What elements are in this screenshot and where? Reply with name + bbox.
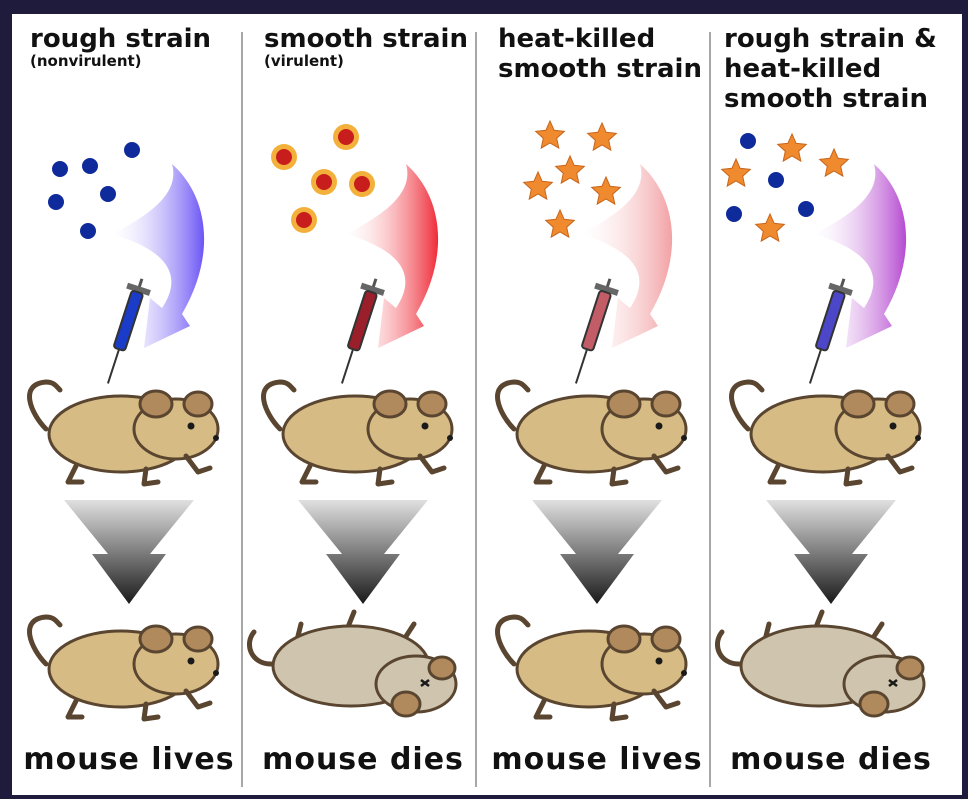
result-label: mouse dies: [246, 742, 480, 777]
heat-killed-bacterium-icon: [820, 149, 849, 176]
panel-scene: [12, 14, 246, 795]
heat-killed-bacterium-icon: [524, 172, 553, 199]
down-arrow-icon: [64, 500, 194, 604]
panel-rough-strain: rough strain (nonvirulent) mouse lives: [12, 14, 246, 795]
heat-killed-bacterium-icon: [536, 121, 565, 148]
heat-killed-bacterium-icon: [592, 177, 621, 204]
down-arrow-icon: [532, 500, 662, 604]
panel-scene: [714, 14, 948, 795]
rough-bacterium-icon: [52, 161, 68, 177]
syringe-icon: [331, 275, 388, 387]
rough-bacterium-icon: [124, 142, 140, 158]
syringe-icon: [799, 275, 856, 387]
panel-heat-killed: heat-killed smooth strain mouse lives: [480, 14, 714, 795]
panel-scene: [246, 14, 480, 795]
rough-bacterium-icon: [82, 158, 98, 174]
result-label: mouse dies: [714, 742, 948, 777]
smooth-bacterium-icon: [338, 129, 354, 145]
heat-killed-bacterium-icon: [588, 123, 617, 150]
mouse-icon: [264, 382, 453, 484]
panel-mixed: rough strain & heat-killed smooth strain…: [714, 14, 948, 795]
panel-divider: [241, 32, 243, 787]
rough-bacterium-icon: [740, 133, 756, 149]
dead-mouse-icon: [249, 612, 456, 716]
mouse-icon: [498, 617, 687, 719]
syringe-icon: [565, 275, 622, 387]
heat-killed-bacterium-icon: [546, 210, 575, 237]
experiment-figure: rough strain (nonvirulent) mouse lives s…: [12, 14, 962, 795]
rough-bacterium-icon: [768, 172, 784, 188]
smooth-bacterium-icon: [354, 176, 370, 192]
rough-bacterium-icon: [798, 201, 814, 217]
panel-scene: [480, 14, 714, 795]
dead-mouse-icon: [717, 612, 924, 716]
mouse-icon: [732, 382, 921, 484]
rough-bacterium-icon: [48, 194, 64, 210]
smooth-bacterium-icon: [276, 149, 292, 165]
panel-divider: [709, 32, 711, 787]
heat-killed-bacterium-icon: [722, 159, 751, 186]
mouse-icon: [30, 617, 219, 719]
panel-smooth-strain: smooth strain (virulent) mouse dies: [246, 14, 480, 795]
mouse-icon: [498, 382, 687, 484]
heat-killed-bacterium-icon: [778, 134, 807, 161]
rough-bacterium-icon: [726, 206, 742, 222]
down-arrow-icon: [298, 500, 428, 604]
smooth-bacterium-icon: [296, 212, 312, 228]
panel-divider: [475, 32, 477, 787]
smooth-bacterium-icon: [316, 174, 332, 190]
rough-bacterium-icon: [80, 223, 96, 239]
mouse-icon: [30, 382, 219, 484]
result-label: mouse lives: [12, 742, 246, 777]
rough-bacterium-icon: [100, 186, 116, 202]
heat-killed-bacterium-icon: [556, 156, 585, 183]
result-label: mouse lives: [480, 742, 714, 777]
heat-killed-bacterium-icon: [756, 214, 785, 241]
syringe-icon: [97, 275, 154, 387]
down-arrow-icon: [766, 500, 896, 604]
